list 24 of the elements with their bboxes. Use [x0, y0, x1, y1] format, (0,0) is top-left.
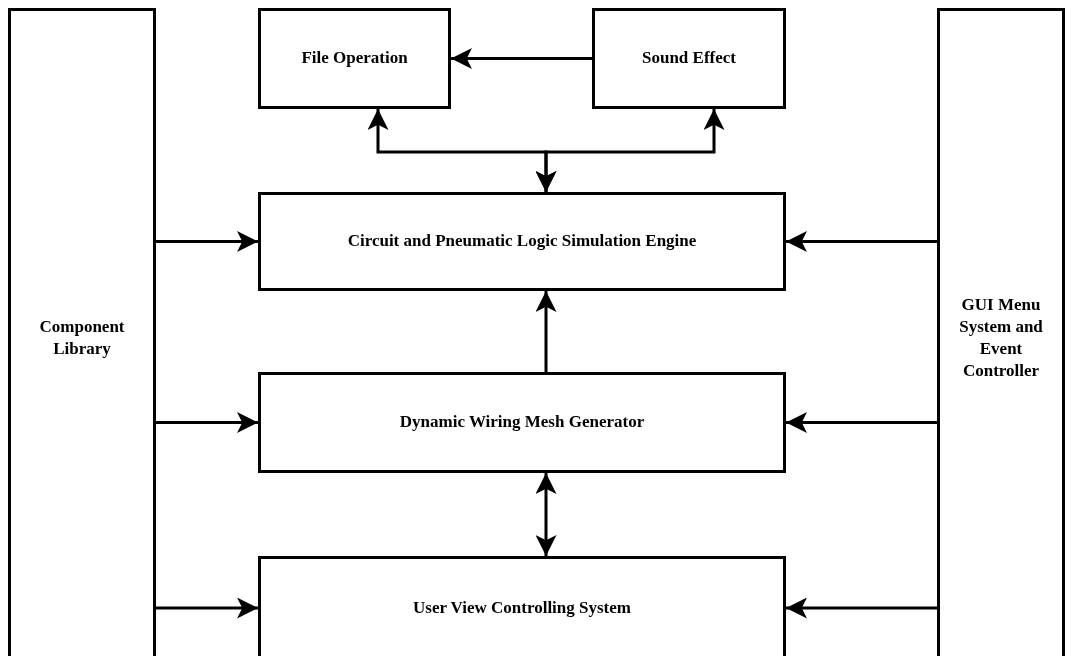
arrow: [156, 597, 258, 619]
arrow: [156, 231, 258, 252]
box-label: Sound Effect: [642, 47, 736, 70]
process-box: [592, 8, 786, 109]
arrow: [451, 48, 592, 69]
box-label: User View Controlling System: [413, 596, 631, 619]
process-box: [8, 8, 156, 656]
box-label: File Operation: [301, 47, 408, 70]
arrow: [786, 231, 937, 252]
process-box: [937, 8, 1065, 656]
arrow: [535, 473, 557, 556]
arrow: [156, 412, 258, 433]
box-label: GUI Menu System and Event Controller: [958, 293, 1044, 383]
arrow: [786, 597, 937, 619]
arrow: [535, 291, 557, 372]
process-box: [258, 8, 451, 109]
box-label: Component Library: [38, 315, 126, 360]
process-box: [258, 556, 786, 656]
arrow: [535, 109, 725, 192]
process-box: [258, 192, 786, 291]
box-label: Circuit and Pneumatic Logic Simulation Engine: [347, 230, 697, 253]
arrow: [786, 412, 937, 433]
box-label: Dynamic Wiring Mesh Generator: [399, 411, 645, 434]
process-box: [258, 372, 786, 473]
